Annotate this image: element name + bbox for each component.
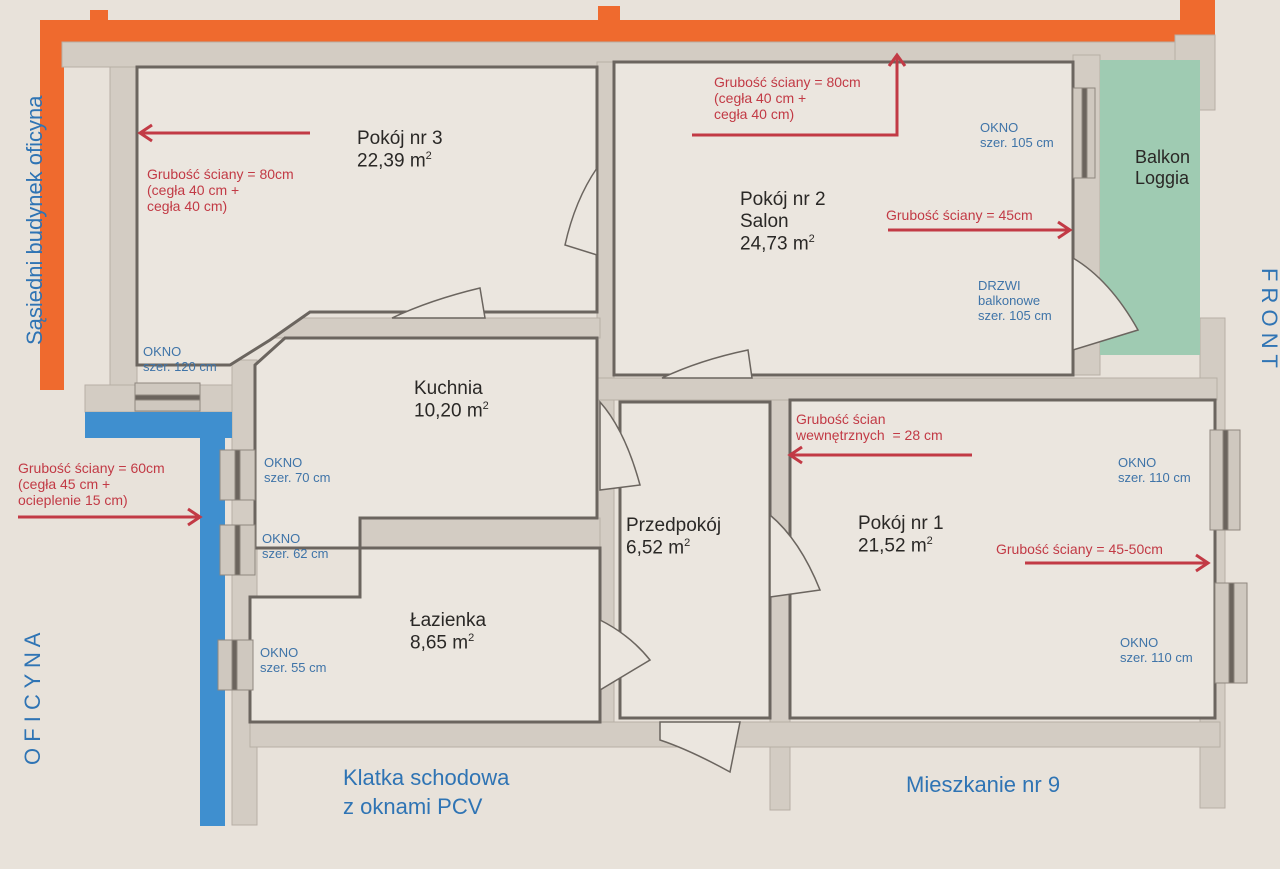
orange-wall-stub	[90, 10, 108, 28]
blue-wall-top	[85, 412, 232, 438]
rooms	[135, 60, 1217, 724]
wall-note-west: Grubość ściany = 60cm(cegła 45 cm +ociep…	[18, 460, 165, 509]
kitchen	[253, 336, 599, 550]
room-1	[788, 398, 1217, 720]
hall	[618, 400, 772, 720]
wall-note-room2-right: Grubość ściany = 45cm	[886, 207, 1033, 223]
doors	[391, 165, 1140, 774]
orange-wall-top	[58, 20, 1215, 42]
orange-wall-stub	[598, 6, 620, 26]
oficyna-label: O F I C Y N A	[20, 632, 45, 765]
blue-wall-side	[200, 438, 225, 826]
windows	[134, 87, 1248, 691]
orange-wall-left	[40, 20, 64, 390]
room-3	[135, 65, 599, 367]
neighbor-building-label: Sąsiedni budynek oficyna	[22, 95, 47, 346]
orange-wall-corner	[1180, 0, 1215, 30]
wall-note-room3: Grubość ściany = 80cm(cegła 40 cm +cegła…	[147, 166, 294, 215]
bathroom	[248, 546, 602, 724]
front-label: F R O N T	[1257, 268, 1280, 368]
dimension-arrows	[18, 52, 1211, 573]
apartment-9-label: Mieszkanie nr 9	[906, 772, 1061, 797]
room-2	[612, 60, 1075, 377]
wall-note-room1-right: Grubość ściany = 45-50cm	[996, 541, 1163, 557]
wall-note-room2-top: Grubość ściany = 80cm(cegła 40 cm +cegła…	[714, 74, 861, 123]
